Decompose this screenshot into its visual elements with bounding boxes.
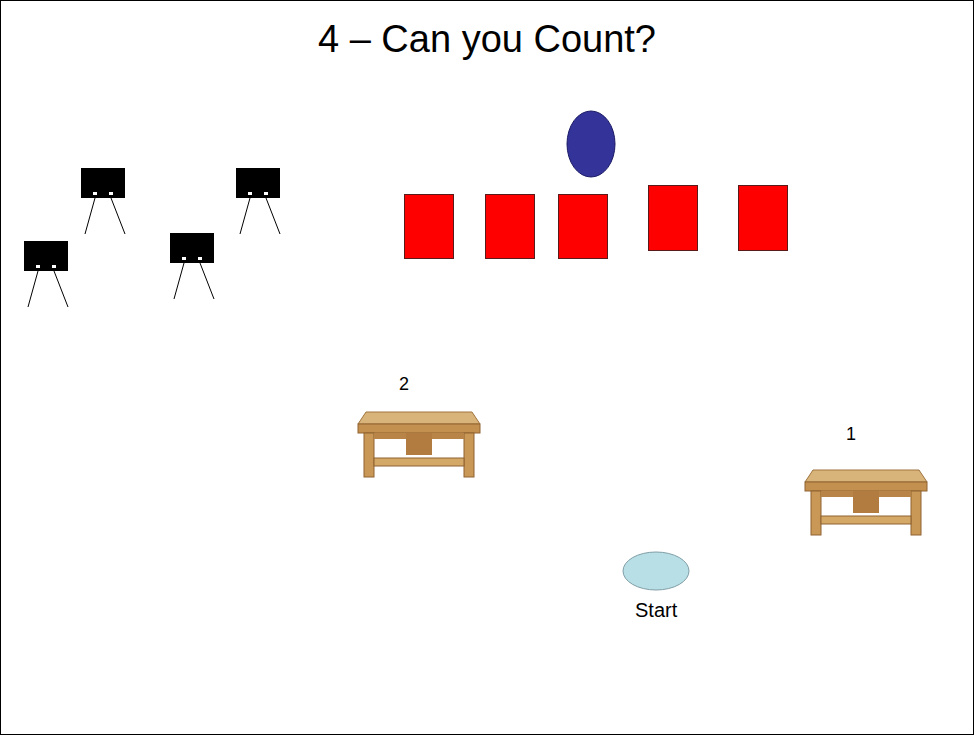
red-blocks xyxy=(405,186,788,259)
start-ellipse xyxy=(621,550,691,592)
table-number: 1 xyxy=(846,424,856,445)
table-drawing xyxy=(803,462,929,538)
start-label: Start xyxy=(635,599,677,622)
tv-icons xyxy=(24,168,280,307)
table-number: 2 xyxy=(399,374,409,395)
table-picture: 1 xyxy=(803,424,929,538)
table-drawing xyxy=(356,404,482,480)
table-picture: 2 xyxy=(356,374,482,480)
blue-ball xyxy=(567,111,615,177)
slide-title: 4 – Can you Count? xyxy=(0,18,974,61)
start-spot: Start xyxy=(621,550,691,622)
